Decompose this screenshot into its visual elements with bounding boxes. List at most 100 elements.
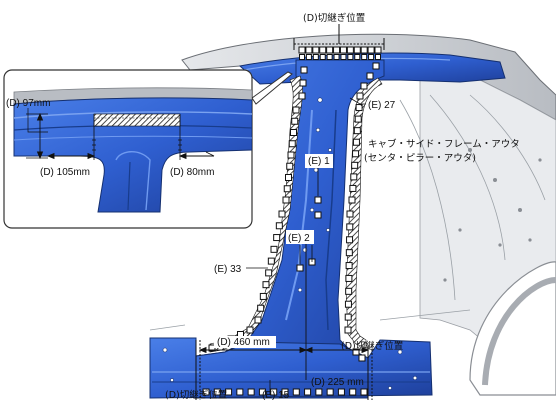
spot-weld	[344, 300, 352, 308]
spot-weld	[345, 274, 353, 282]
spot-weld	[312, 54, 319, 60]
spot-weld	[352, 150, 360, 158]
spot-weld	[202, 388, 210, 396]
spot-weld	[344, 326, 352, 334]
spot-weld	[213, 388, 221, 396]
spot-weld	[292, 106, 300, 114]
spot-weld	[275, 222, 283, 230]
spot-weld	[326, 54, 333, 60]
spot-weld	[314, 211, 322, 219]
spot-weld	[314, 196, 322, 204]
spot-weld	[360, 82, 368, 90]
dimension-80: (D) 80mm	[170, 167, 214, 178]
spot-weld	[257, 304, 265, 312]
spot-weld	[353, 127, 361, 135]
spot-weld	[312, 46, 320, 54]
spot-weld	[355, 104, 363, 112]
spot-weld	[267, 257, 275, 265]
spot-welds	[202, 46, 382, 396]
spot-weld	[246, 326, 254, 334]
spot-weld	[262, 281, 270, 289]
spot-weld	[345, 249, 353, 257]
spot-weld	[339, 46, 347, 54]
dimension-225: (D) 225 mm	[311, 377, 364, 388]
dimension-lines	[198, 232, 370, 380]
spot-weld	[346, 210, 354, 218]
spot-weld	[345, 287, 353, 295]
spot-weld	[367, 46, 375, 54]
e1-label-bg	[305, 154, 333, 168]
spot-weld	[372, 62, 380, 70]
spot-weld	[270, 388, 278, 396]
dimension-97: (D) 97mm	[6, 98, 50, 109]
dimension-105: (D) 105mm	[40, 167, 90, 178]
spot-weld	[354, 115, 362, 123]
spot-weld	[305, 54, 312, 60]
cut-position-label-right: (D)切継ぎ位置	[341, 340, 403, 352]
spot-weld	[298, 92, 306, 100]
spot-weld	[351, 161, 359, 169]
spot-weld	[360, 46, 368, 54]
spot-weld	[337, 388, 345, 396]
labels: (D)切継ぎ位置 (E) 27 キャブ・サイド・フレーム・アウタ (センタ・ピラ…	[165, 12, 520, 401]
spot-weld	[366, 72, 374, 80]
spot-weld	[375, 54, 381, 60]
spot-weld	[374, 46, 382, 54]
spot-weld	[282, 196, 290, 204]
cut-position-label-bottom: (D)切継ぎ位置	[165, 389, 227, 401]
spot-weld	[333, 54, 340, 60]
spot-weld	[288, 140, 296, 148]
spot-weld	[346, 46, 354, 54]
spot-weld	[346, 236, 354, 244]
spot-weld	[340, 54, 347, 60]
spot-weld	[361, 54, 368, 60]
spot-weld	[270, 245, 278, 253]
spot-weld	[352, 348, 360, 356]
spot-weld	[273, 234, 281, 242]
spot-weld	[300, 66, 308, 74]
spot-weld	[315, 388, 323, 396]
spot-weld	[281, 388, 289, 396]
spot-weld	[347, 54, 354, 60]
spot-weld	[345, 262, 353, 270]
spot-weld	[225, 388, 233, 396]
part-name-line2: (センタ・ピラー・アウタ)	[364, 153, 476, 164]
leader-lines	[246, 97, 366, 395]
weld-count-e1: (E) 1	[308, 156, 330, 167]
d460-label-bg	[214, 336, 276, 348]
weld-count-e15: (E) 15	[262, 390, 290, 401]
car-body	[149, 33, 556, 396]
detail-inset: (D) 97mm (D) 105mm (D) 80mm	[3, 69, 293, 229]
spot-weld	[254, 316, 262, 324]
weld-count-e27: (E) 27	[368, 100, 396, 111]
spot-weld	[285, 174, 292, 181]
spot-weld	[305, 46, 313, 54]
spot-weld	[354, 54, 361, 60]
spot-weld	[304, 388, 312, 396]
spot-weld	[356, 92, 364, 100]
spot-weld	[319, 46, 327, 54]
spot-weld	[368, 54, 375, 60]
spot-weld	[326, 46, 334, 54]
spot-weld	[350, 173, 358, 181]
dimension-460: (D) 460 mm	[217, 337, 270, 348]
spot-weld	[333, 46, 341, 54]
spot-weld	[265, 269, 273, 277]
part-name-line1: キャブ・サイド・フレーム・アウタ	[368, 138, 520, 150]
spot-weld	[353, 46, 361, 54]
spot-weld	[298, 46, 306, 54]
spot-weld	[319, 54, 326, 60]
spot-weld	[259, 292, 267, 300]
spot-weld	[299, 79, 307, 87]
spot-weld	[352, 138, 360, 146]
spot-weld	[291, 117, 299, 125]
e2-label-bg	[286, 230, 314, 244]
spot-weld	[358, 354, 366, 362]
spot-weld	[346, 223, 354, 231]
spot-weld	[236, 388, 244, 396]
spot-weld	[292, 388, 300, 396]
cut-lines	[195, 24, 385, 400]
spot-weld	[344, 313, 352, 321]
